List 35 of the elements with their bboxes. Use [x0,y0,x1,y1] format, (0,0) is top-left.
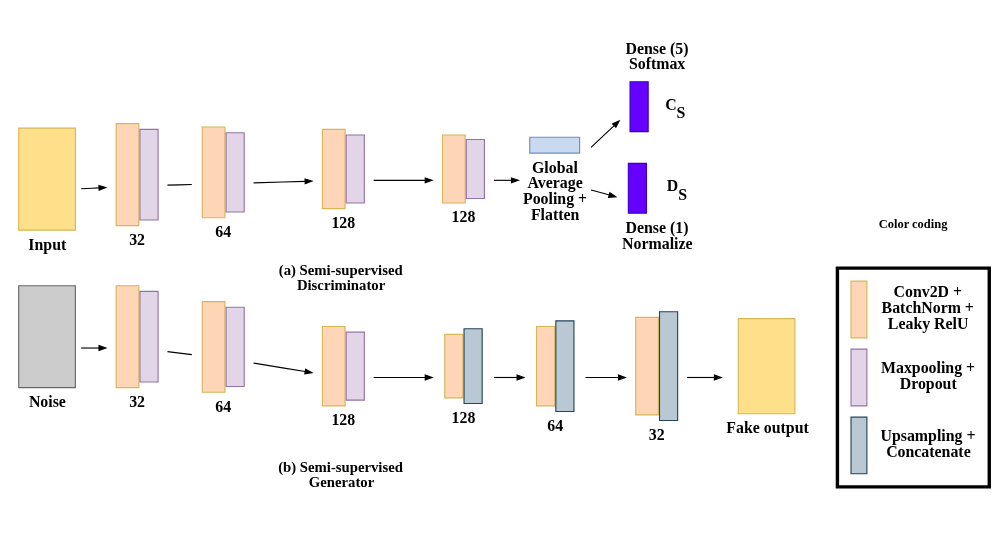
arrow [590,119,621,148]
node-label: Noise [28,393,66,411]
node-label: 32 [129,393,146,411]
node-label: Dense (1) Normalize [622,218,693,252]
arrow [373,374,434,381]
label: (b) Semi-supervised Generator [278,458,403,490]
arrow [585,374,627,381]
node-label: 32 [648,426,665,444]
arrow [252,362,314,375]
arrow [373,177,434,184]
legend-label: Maxpooling + Dropout [881,359,976,393]
node-label: 64 [215,223,232,241]
legend-label: Conv2D + BatchNorm + Leaky RelU [881,283,974,332]
legend-label: Upsampling + Concatenate [880,427,976,461]
node-label: 32 [129,231,146,249]
arrow [80,344,108,352]
node-label: 128 [331,214,356,232]
node-label: Global Average Pooling + Flatten [522,158,588,224]
node-label: 64 [215,397,232,415]
node-label: Input [28,235,67,253]
connector [166,183,193,186]
arrow [590,189,618,198]
arrow [80,184,108,192]
connector [166,351,193,356]
node-label: Fake output [726,419,809,437]
arrow [686,374,723,381]
node-label: Dense (5) Softmax [625,39,689,73]
node-label: 128 [451,409,476,427]
node-label: 128 [331,411,356,429]
node-label: 64 [547,416,564,434]
arrow [252,178,314,185]
label: (a) Semi-supervised Discriminator [278,261,403,293]
node-label: 128 [451,208,476,226]
label: Color coding [878,216,948,231]
arrow [493,374,526,381]
